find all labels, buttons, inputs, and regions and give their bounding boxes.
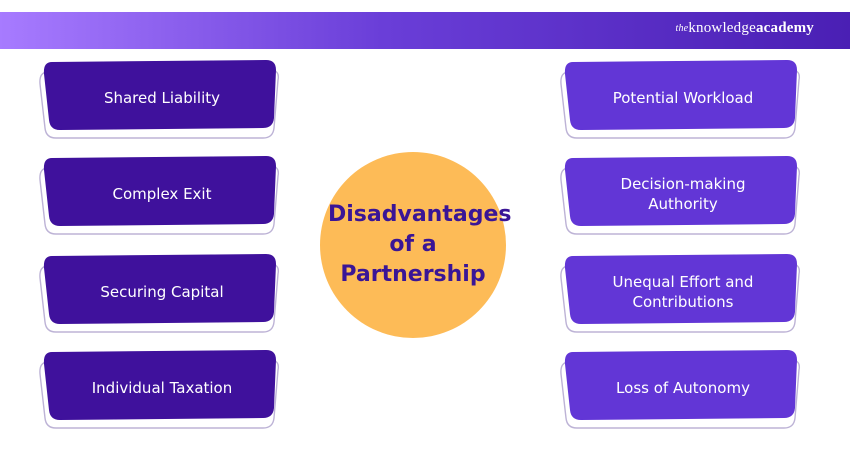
card-label: Unequal Effort and Contributions: [612, 273, 754, 311]
right-card-1: Potential Workload: [560, 60, 803, 139]
card-label: Potential Workload: [612, 89, 754, 107]
card-shape: [560, 350, 801, 429]
card-shape: [39, 254, 280, 333]
left-card-3: Securing Capital: [39, 254, 282, 333]
card-shape: [560, 254, 801, 333]
brand-logo[interactable]: theknowledgeacademy: [675, 20, 814, 36]
right-card-2: Decision-making Authority: [560, 156, 803, 235]
left-card-4: Individual Taxation: [39, 350, 282, 429]
card-shape: [39, 156, 280, 235]
left-card-2: Complex Exit: [39, 156, 282, 235]
card-label: Loss of Autonomy: [616, 379, 750, 397]
card-shape: [560, 156, 801, 235]
header-band: [0, 12, 850, 49]
card-label: Complex Exit: [112, 185, 212, 203]
card-label: Securing Capital: [100, 283, 224, 301]
card-shape: [39, 60, 280, 139]
card-shape: [39, 350, 280, 429]
card-label: Shared Liability: [103, 89, 221, 107]
card-shape: [560, 60, 801, 139]
card-label: Individual Taxation: [91, 379, 233, 397]
center-topic-circle: Disadvantages of a Partnership: [320, 152, 512, 338]
right-card-4: Loss of Autonomy: [560, 350, 803, 429]
left-card-1: Shared Liability: [39, 60, 282, 139]
right-card-3: Unequal Effort and Contributions: [560, 254, 803, 333]
diagram-title: Disadvantages of a Partnership: [328, 202, 512, 287]
card-label: Decision-making Authority: [620, 175, 746, 213]
